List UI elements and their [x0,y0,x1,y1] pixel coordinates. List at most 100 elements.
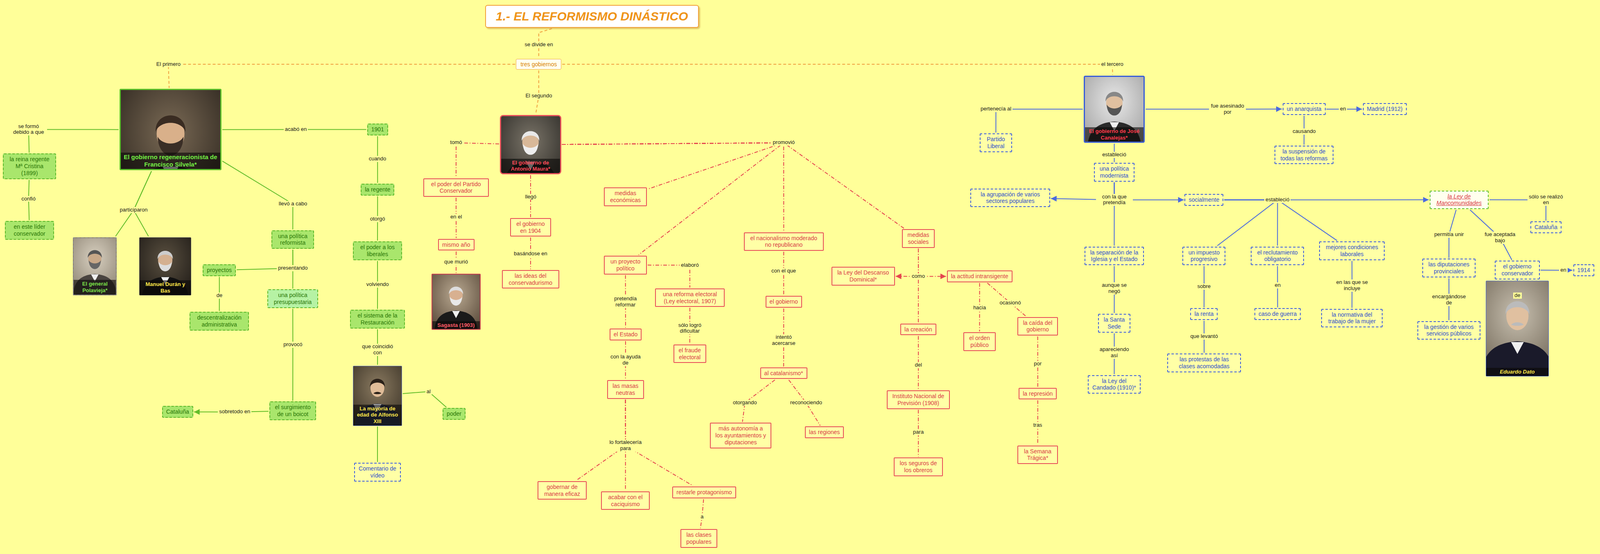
portrait-shape [1106,104,1122,116]
concept-box: el gobierno [765,296,803,308]
connector [292,309,294,402]
concept-box: proyectos [202,264,236,277]
node-text: caso de guerra [1258,310,1297,318]
link-label: hacia [971,305,988,312]
concept-box: Madrid (1912) [1362,103,1407,116]
concept-box: el nacionalismo moderado no republicano [743,232,824,252]
node-text: el sistema de la Restauración [354,312,402,327]
portrait-caption: El gobierno de Antonio Maura* [501,158,561,174]
link-label: fue aceptada bajo [1481,231,1519,245]
concept-box: acabar con el caciquismo [601,491,651,511]
concept-box: la agrupación de varios sectores popular… [970,188,1050,208]
link-label: a [699,514,705,521]
node-text: en este líder conservador [9,223,50,238]
portrait-shape [449,297,463,307]
portrait-shape [73,238,116,295]
connector [647,265,690,288]
portrait-shape [139,237,191,296]
link-label: de [215,292,224,299]
concept-box: la Ley del Candado (1910)* [1087,375,1142,395]
node-text: Partido Liberal [983,135,1009,150]
concept-box: la Santa Sede [1098,314,1131,333]
link-label: otorgando [731,400,759,407]
link-label: lo fortalecería para [607,439,645,452]
portrait-shape [1084,76,1144,142]
node-text: Cataluña [1534,223,1558,231]
node-text: el reclutamiento obligatorio [1254,249,1300,264]
link-label: ocasionó [998,300,1022,307]
node-text: las ideas del conservadurismo [506,272,556,287]
concept-box: la Ley del Descanso Dominical* [831,266,895,286]
portrait-shape [1510,322,1524,326]
concept-box: el surgimiento de un boicot [269,401,317,421]
concept-box: las ideas del conservadurismo [501,270,560,290]
node-text: las clases populares [684,531,714,546]
concept-box: gobernar de manera eficaz [537,481,587,501]
concept-box: el reclutamiento obligatorio [1250,246,1304,266]
concept-box: las protestas de las clases acomodadas [1167,353,1241,373]
link-label: aunque se negó [1096,282,1133,295]
concept-box: 1914 [1573,264,1595,277]
link-label: otorgó [368,216,387,223]
portrait-shape [88,260,102,270]
concept-box: la creación [900,323,937,336]
node-text: socialmente [1188,196,1220,204]
concept-box: el poder a los liberales [352,241,403,261]
concept-box: la Ley de Mancomunidades [1429,190,1490,210]
link-label: permitía unir [1432,231,1465,238]
link-label: cuando [367,155,388,163]
portrait-shape [521,131,540,142]
portrait-shape [73,273,116,295]
link-label: que levantó [1188,333,1219,340]
concept-box: la reina regente Mª Cristina (1899) [2,153,57,179]
connector [377,427,378,463]
node-text: una reforma electoral (Ley electoral, 19… [659,291,721,306]
concept-box: el gobierno conservador [1494,260,1540,280]
concept-box: la Semana Trágica* [1017,445,1059,465]
link-label: llevó a cabo [277,201,309,208]
link-label: encargándose de [1430,293,1468,307]
concept-box: el orden público [963,332,997,352]
link-label: volviendo [365,281,391,288]
concept-box: la renta [1190,308,1218,321]
concept-box: tres gobiernos [515,58,562,71]
node-text: la creación [904,326,933,334]
node-text: mejores condiciones laborales [1323,244,1381,258]
connector [895,248,919,277]
concept-box: medidas sociales [901,229,935,249]
node-text: la reina regente Mª Cristina (1899) [6,155,52,177]
concept-box: la suspensión de todas las reformas [1274,145,1334,165]
node-text: una política modernista [1098,165,1131,180]
node-text: las diputaciones provinciales [1426,261,1472,276]
concept-box: Cataluña [1530,221,1562,234]
link-label: del [913,362,924,369]
connector [1217,199,1278,246]
node-text: el orden público [967,334,993,349]
node-text: el surgimiento de un boicot [273,404,313,419]
portrait-shape [1510,342,1524,355]
concept-box: la caída del gobierno [1017,317,1059,337]
link-label: en las que se incluye [1333,279,1371,292]
connector [562,142,905,229]
link-label: pertenecía al [979,106,1013,113]
portrait-shape [1105,91,1124,102]
node-text: la Ley del Descanso Dominical* [835,269,891,284]
link-label: se divide en [523,41,554,48]
concept-box: socialmente [1184,194,1224,206]
concept-box: Comentario de vídeo [354,463,402,482]
concept-box: la normativa del trabajo de la mujer [1321,309,1383,328]
connector [222,161,293,230]
concept-box: más autonomía a los ayuntamientos y dipu… [709,422,772,449]
link-label: llegó [524,194,538,201]
link-label: confió [20,196,37,203]
link-label: que coincidió con [359,343,396,357]
node-text: Comentario de vídeo [358,465,398,480]
portrait-node: El gobierno de José Canalejas* [1083,75,1146,143]
node-text: acabar con el caciquismo [605,494,647,509]
portrait-node: La mayoría de edad de Alfonso XIII [352,366,403,427]
concept-box: Instituto Nacional de Previsión (1908) [886,390,951,410]
concept-box: las diputaciones provinciales [1422,258,1476,278]
portrait-caption: El general Polavieja* [73,280,116,295]
